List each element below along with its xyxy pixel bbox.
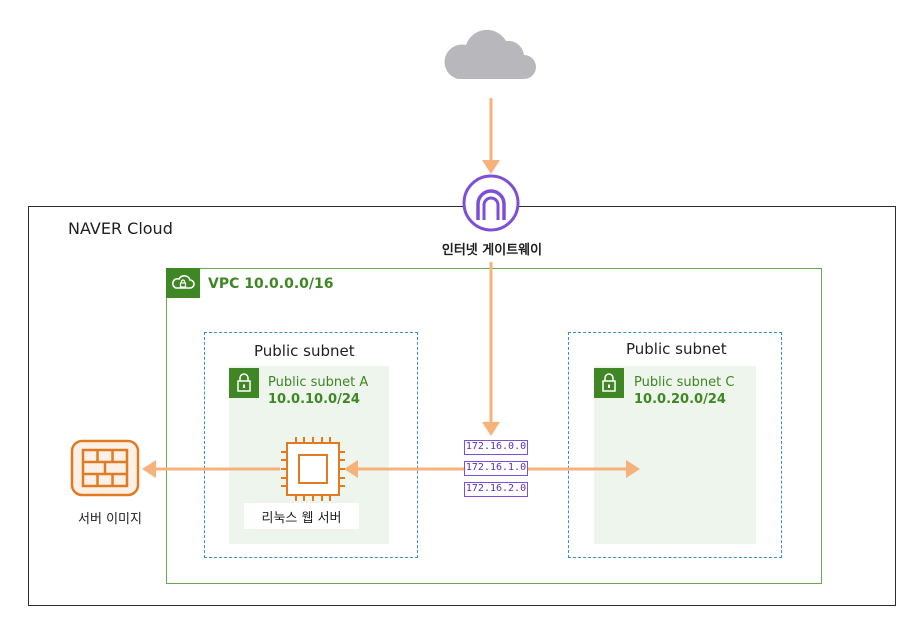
public-subnet-a-cidr: 10.0.10.0/24 (268, 392, 360, 407)
route-table-row: 172.16.2.0 (464, 482, 528, 497)
public-subnet-c-name: Public subnet C (634, 375, 735, 390)
arrow-server-to-image (142, 460, 280, 478)
arrow-route-table-to-subnet-c (528, 460, 640, 478)
route-table-row: 172.16.1.0 (464, 461, 528, 476)
naver-cloud-boundary (28, 206, 896, 606)
vpc-label: VPC 10.0.0.0/16 (208, 276, 334, 292)
public-subnet-a-name: Public subnet A (268, 375, 369, 390)
public-subnet-right-title: Public subnet (626, 340, 727, 358)
server-chip-icon (281, 437, 345, 501)
public-subnet-right-boundary (568, 332, 782, 558)
internet-gateway-icon (462, 174, 520, 232)
linux-web-server-label: 리눅스 웹 서버 (261, 510, 342, 526)
public-subnet-left-boundary (204, 332, 418, 558)
lock-icon (229, 368, 259, 398)
naver-cloud-label: NAVER Cloud (68, 219, 173, 238)
public-subnet-left-title: Public subnet (254, 342, 355, 360)
internet-gateway-label: 인터넷 게이트웨이 (441, 243, 543, 258)
server-image-icon (70, 439, 140, 497)
arrow-gateway-to-route-table (482, 262, 500, 436)
server-image-label: 서버 이미지 (78, 512, 142, 527)
vpc-cloud-icon (166, 268, 200, 298)
arrow-cloud-to-gateway (482, 98, 500, 174)
server-label-box: 리눅스 웹 서버 (244, 503, 359, 529)
cloud-icon (444, 29, 536, 80)
public-subnet-c-cidr: 10.0.20.0/24 (634, 392, 726, 407)
route-table-row: 172.16.0.0 (464, 440, 528, 455)
arrow-route-table-to-server (344, 460, 464, 478)
lock-icon (594, 368, 624, 398)
vpc-boundary (166, 268, 822, 584)
